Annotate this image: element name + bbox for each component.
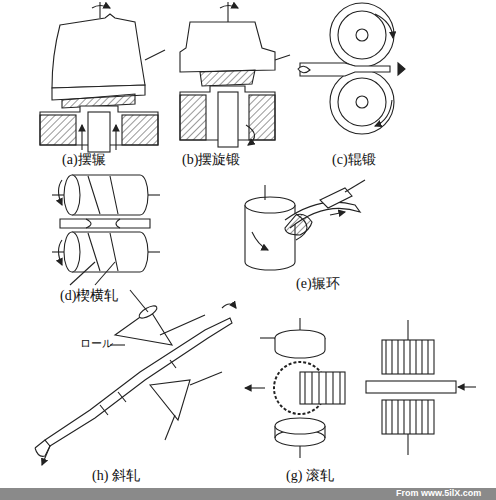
ring-rolling bbox=[245, 180, 365, 270]
process-caption: (d)楔横轧 bbox=[60, 288, 118, 303]
skew-rolling bbox=[35, 290, 236, 465]
watermark: From www.5ilX.com bbox=[396, 489, 481, 499]
process-caption: (c)辊锻 bbox=[332, 152, 376, 167]
gear-rolling bbox=[245, 318, 476, 458]
cross-wedge-rolling bbox=[52, 175, 160, 285]
rotary-forging-b bbox=[180, 2, 290, 147]
process-caption: (b)摆旋锻 bbox=[182, 152, 240, 167]
rotary-forging-a bbox=[40, 2, 165, 152]
roll-forging bbox=[298, 3, 405, 134]
process-caption: (a)摆辗 bbox=[62, 152, 106, 167]
process-caption: (e)辗环 bbox=[296, 276, 340, 291]
process-caption: (g) 滚轧 bbox=[286, 468, 334, 483]
process-caption: (h) 斜轧 bbox=[92, 468, 140, 483]
part-name: ロール bbox=[80, 338, 113, 350]
